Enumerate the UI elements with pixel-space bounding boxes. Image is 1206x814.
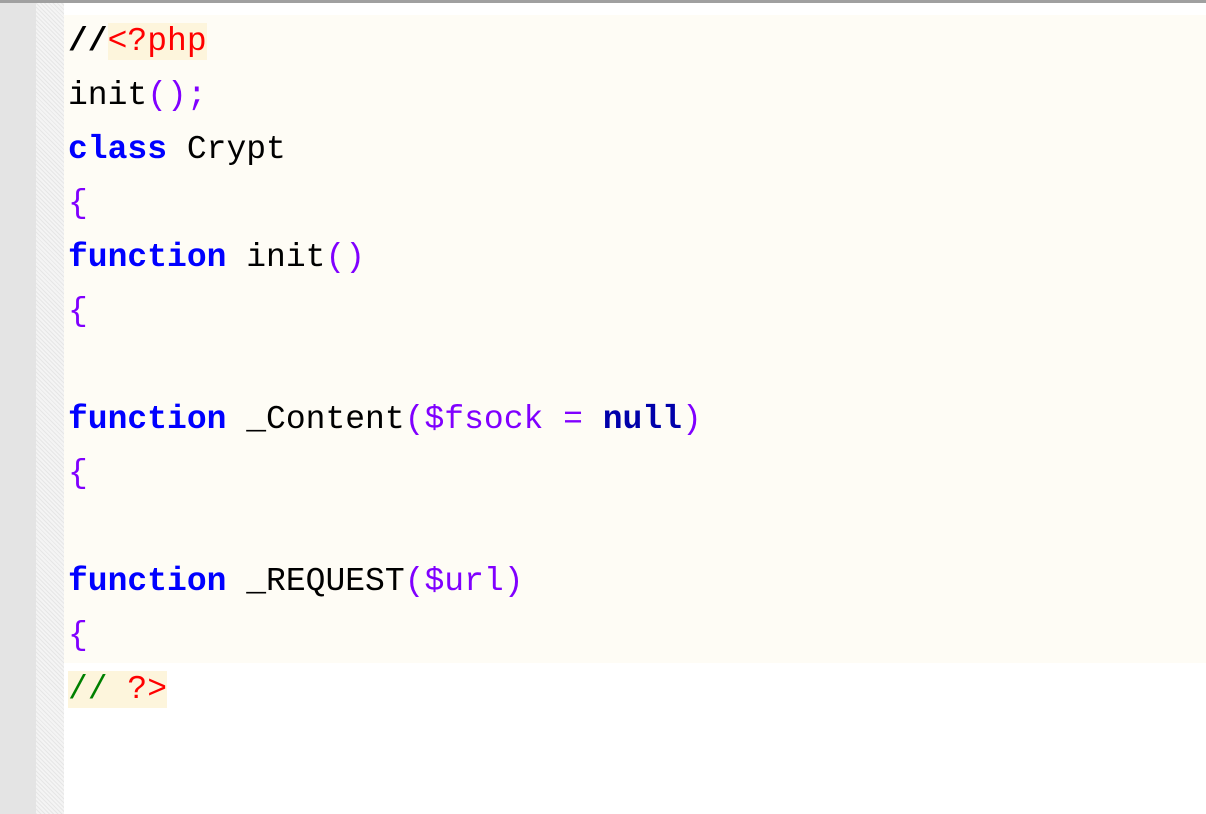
function-call: init: [68, 77, 148, 114]
brace: {: [68, 455, 88, 492]
brace: {: [68, 617, 88, 654]
variable: $fsock: [424, 401, 544, 438]
punctuation: (): [325, 239, 366, 276]
code-line[interactable]: function init(): [64, 231, 1206, 285]
class-name: Crypt: [167, 131, 286, 168]
code-line[interactable]: function _Content($fsock = null): [64, 393, 1206, 447]
line-number-margin[interactable]: [0, 3, 36, 814]
brace: {: [68, 293, 88, 330]
whitespace: [107, 671, 128, 708]
null-keyword: null: [602, 401, 682, 438]
keyword: class: [68, 131, 168, 168]
brace: {: [68, 185, 88, 222]
operator: =: [543, 401, 603, 438]
code-area[interactable]: //<?php init(); class Crypt { function i…: [64, 3, 1206, 814]
comment-token: //: [68, 23, 108, 60]
punctuation: ): [503, 563, 524, 600]
keyword: function: [68, 401, 227, 438]
folded-code-line[interactable]: {: [64, 177, 1206, 233]
code-line[interactable]: init();: [64, 69, 1206, 123]
folded-code-line[interactable]: {: [64, 609, 1206, 665]
php-close-tag: ?>: [127, 671, 168, 708]
punctuation: ): [681, 401, 702, 438]
code-line[interactable]: // ?>: [64, 663, 1206, 717]
folded-code-line[interactable]: {: [64, 285, 1206, 341]
code-line[interactable]: [64, 339, 1206, 393]
keyword: function: [68, 563, 227, 600]
code-line[interactable]: //<?php: [64, 15, 1206, 69]
function-name: _Content: [226, 401, 405, 438]
punctuation: (: [404, 563, 425, 600]
code-line[interactable]: class Crypt: [64, 123, 1206, 177]
folded-code-line[interactable]: {: [64, 447, 1206, 503]
php-open-tag: <?php: [107, 23, 207, 60]
punctuation: ();: [147, 77, 207, 114]
code-line[interactable]: [64, 501, 1206, 555]
punctuation: (: [404, 401, 425, 438]
fold-margin[interactable]: [36, 3, 94, 814]
keyword: function: [68, 239, 227, 276]
code-line[interactable]: function _REQUEST($url): [64, 555, 1206, 609]
function-name: _REQUEST: [226, 563, 405, 600]
variable: $url: [424, 563, 504, 600]
comment-token: //: [68, 671, 108, 708]
function-name: init: [226, 239, 326, 276]
